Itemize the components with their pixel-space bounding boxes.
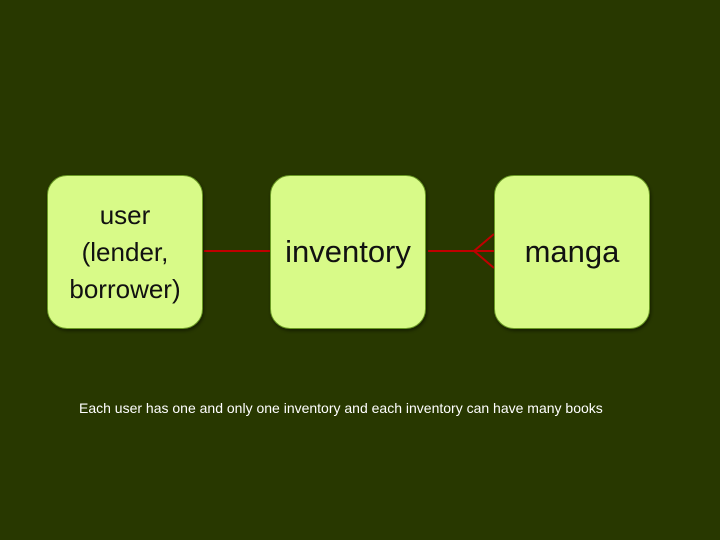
entity-inventory: inventory bbox=[270, 175, 426, 329]
entity-manga: manga bbox=[494, 175, 650, 329]
entity-user-label: user (lender, borrower) bbox=[69, 199, 181, 304]
entity-user: user (lender, borrower) bbox=[47, 175, 203, 329]
entity-inventory-label: inventory bbox=[285, 234, 411, 269]
entity-manga-label: manga bbox=[524, 234, 620, 269]
relationship-note: Each user has one and only one inventory… bbox=[79, 400, 603, 416]
crows-foot-many-marker bbox=[473, 233, 495, 269]
